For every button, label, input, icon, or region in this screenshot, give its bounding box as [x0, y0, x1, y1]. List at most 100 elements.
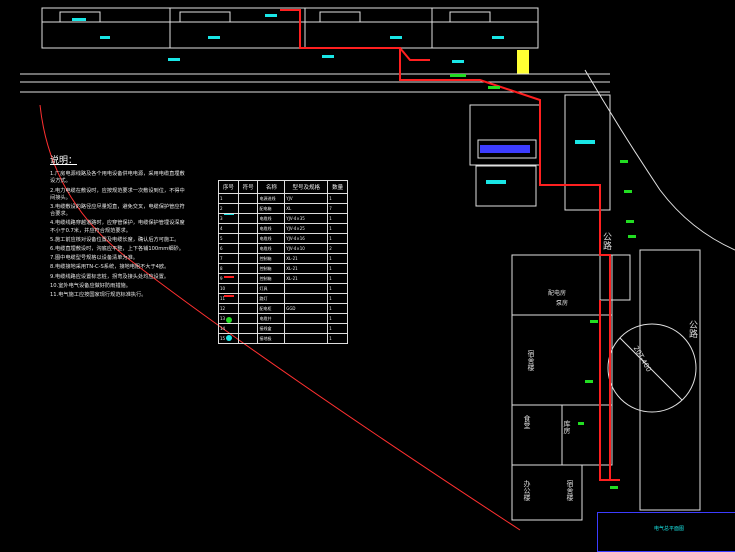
legend-cell	[237, 223, 259, 234]
legend-cell	[237, 203, 259, 214]
note-item: 3.电缆敷设的路径应尽量短直，避免交叉，电缆保护管应符合要求。	[50, 204, 185, 218]
legend-cell: 3	[218, 213, 239, 224]
legend-cell: YJV	[284, 193, 329, 204]
green-markers	[450, 74, 636, 489]
legend-cell	[237, 323, 259, 334]
legend-cell: 1	[327, 253, 348, 264]
legend-cell: 接地极	[257, 333, 286, 344]
building-equipment	[72, 14, 504, 63]
note-item: 8.电缆接地采用TN-C-S系统，接地电阻不大于4欧。	[50, 264, 170, 271]
note-item: 5.施工前应核对设备位置及电缆长度，确认后方可施工。	[50, 236, 180, 243]
legend-cell: 配电柜	[257, 303, 286, 314]
legend-cell: 1	[327, 293, 348, 304]
legend-cell: 配电箱	[257, 203, 286, 214]
legend-header-cell: 名称	[257, 180, 286, 194]
legend-cell: 14	[218, 323, 239, 334]
legend-cell: 15	[218, 333, 239, 344]
legend-cell: 5	[218, 233, 239, 244]
legend-cell: XL-21	[284, 253, 329, 264]
legend-cell: GGD	[284, 303, 329, 314]
legend-cell: YJV-4×25	[284, 223, 329, 234]
legend-cell: 1	[327, 313, 348, 324]
legend-cell	[237, 303, 259, 314]
legend-cell: 1	[327, 283, 348, 294]
legend-cell	[284, 293, 329, 304]
right-boundary	[584, 69, 735, 251]
legend-cell: 电源进线	[257, 193, 286, 204]
legend-cell: YJV-4×35	[284, 213, 329, 224]
site-boundary	[39, 104, 521, 531]
note-item: 7.图中电缆型号规格以设备清单为准。	[50, 255, 138, 262]
legend-cell: 1	[327, 193, 348, 204]
legend-cell	[237, 253, 259, 264]
legend-cell: 1	[327, 273, 348, 284]
legend-cell: 灯具	[257, 283, 286, 294]
legend-cell: 电缆井	[257, 313, 286, 324]
building-label: 配电房	[548, 290, 567, 297]
legend-cell: 12	[218, 303, 239, 314]
tank-cyan-2	[575, 140, 595, 144]
building-label: 食堂	[523, 415, 531, 429]
legend-cell: 1	[327, 323, 348, 334]
yellow-stair	[517, 50, 529, 74]
legend-cell: 4	[218, 223, 239, 234]
legend-cell: 1	[327, 213, 348, 224]
legend-cell	[284, 323, 329, 334]
building-label: 办公楼	[523, 480, 531, 501]
pump-unit	[480, 145, 530, 153]
legend-row: 13 电缆井 1	[218, 313, 348, 324]
notes-panel: 说明： 1.厂房电源线路及各个用电设备供电电源，采用电缆直埋敷设方式。 2.电力…	[50, 156, 185, 301]
legend-cell	[284, 333, 329, 344]
legend-cell	[237, 233, 259, 244]
legend-cell: XL	[284, 203, 329, 214]
legend-cell: 接线盒	[257, 323, 286, 334]
notes-title: 说明：	[50, 156, 78, 166]
legend-cell: XL-21	[284, 273, 329, 284]
road-label-2: 公路	[687, 320, 697, 338]
legend-cell: 8	[218, 263, 239, 274]
legend-cell	[237, 273, 259, 284]
legend-cell: 9	[218, 273, 239, 284]
legend-header-cell: 序号	[218, 180, 239, 194]
legend-cell: 路灯	[257, 293, 286, 304]
legend-cell: 1	[327, 333, 348, 344]
legend-cell: 电缆线	[257, 213, 286, 224]
note-item: 2.电力电缆在敷设时，应按规范要求一次敷设到位，不得中间接头。	[50, 187, 185, 201]
legend-cell: 控制箱	[257, 263, 286, 274]
legend-cell: 13	[218, 313, 239, 324]
note-item: 10.室外电气设备应做好防雨措施。	[50, 282, 131, 289]
legend-cell: YJV-4×10	[284, 243, 329, 254]
legend-cell	[237, 213, 259, 224]
legend-cell: 7	[218, 253, 239, 264]
legend-cell: 控制箱	[257, 273, 286, 284]
building-label: 宿舍楼	[566, 480, 574, 501]
legend-cell: XL-21	[284, 263, 329, 274]
legend-cell: 电缆线	[257, 243, 286, 254]
note-item: 4.电缆线路穿越道路时，应穿管保护，电缆保护管埋设深度不小于0.7米，并应符合规…	[50, 220, 185, 234]
title-block: 电气总平面图	[597, 512, 735, 552]
legend-row: 14 接线盒 1	[218, 323, 348, 334]
legend-row: 15 接地极 1	[218, 333, 348, 344]
building-label: 库房	[563, 420, 571, 434]
legend-cell	[237, 333, 259, 344]
legend-cell: 7	[327, 203, 348, 214]
cable-route	[280, 9, 620, 481]
legend-cell: 1	[327, 233, 348, 244]
legend-cell	[237, 263, 259, 274]
road-lines	[20, 73, 610, 93]
building-label: 宿舍楼	[527, 350, 535, 371]
top-building	[41, 7, 539, 49]
legend-cell: 2	[218, 203, 239, 214]
